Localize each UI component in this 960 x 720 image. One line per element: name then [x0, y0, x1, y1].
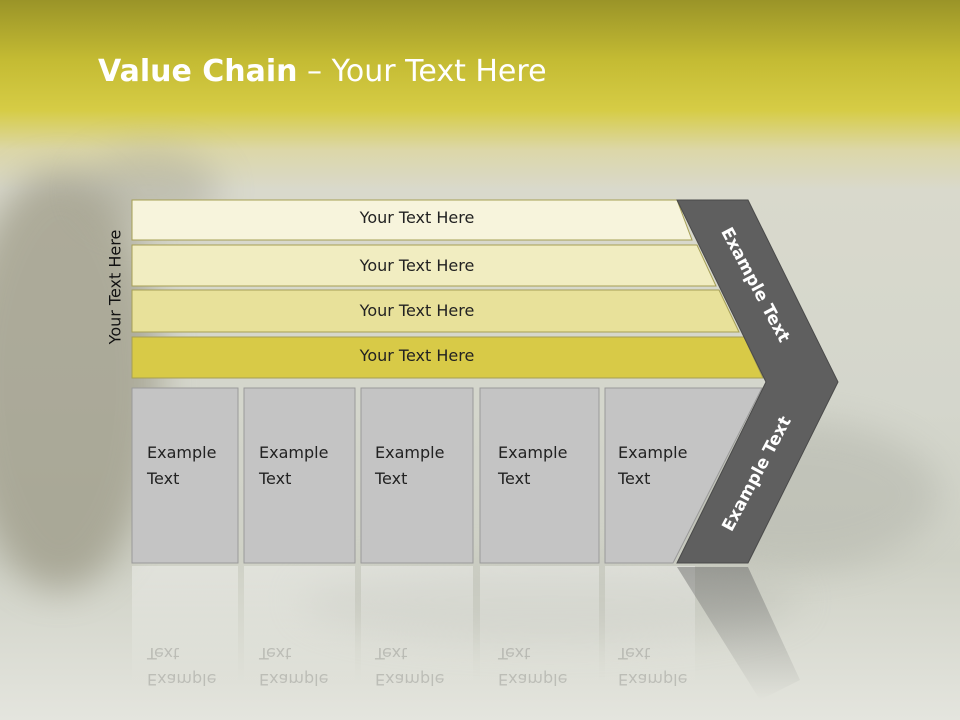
activity-box	[479, 387, 600, 564]
reflection-line1: Example	[375, 670, 445, 689]
bar-shape	[131, 289, 740, 333]
activity-box	[131, 387, 239, 564]
bar-label: Your Text Here	[359, 256, 475, 275]
box-label-line1: Example	[618, 443, 688, 462]
box-label-reflection: Example Text	[618, 640, 687, 692]
reflection-line2: Text	[375, 644, 408, 663]
reflection-line2: Text	[618, 644, 651, 663]
box-label-line2: Text	[259, 469, 292, 488]
chevron-arrow	[676, 199, 839, 564]
bar-label: Your Text Here	[359, 346, 475, 365]
box-label-reflection: Example Text	[375, 640, 444, 692]
reflection-line1: Example	[498, 670, 568, 689]
bar-label: Your Text Here	[359, 301, 475, 320]
title-rest: – Your Text Here	[297, 54, 547, 89]
bar-shape	[131, 244, 717, 287]
activity-box	[243, 387, 356, 564]
reflection-line1: Example	[618, 670, 688, 689]
box-label-line1: Example	[375, 443, 445, 462]
reflection-line2: Text	[147, 644, 180, 663]
page-title: Value Chain – Your Text Here	[98, 54, 547, 89]
box-label-reflection: Example Text	[259, 640, 328, 692]
box-reflection	[132, 566, 238, 686]
bar-shape	[131, 336, 764, 379]
box-label-reflection: Example Text	[147, 640, 216, 692]
bar-label: Your Text Here	[359, 208, 475, 227]
box-label-line1: Example	[147, 443, 217, 462]
box-label-line2: Text	[498, 469, 531, 488]
box-reflection	[361, 566, 473, 686]
box-label-line2: Text	[618, 469, 651, 488]
title-bold: Value Chain	[98, 54, 298, 89]
reflection-line2: Text	[498, 644, 531, 663]
box-reflection	[480, 566, 599, 686]
box-label-line1: Example	[259, 443, 329, 462]
box-label-line2: Text	[375, 469, 408, 488]
box-label-line1: Example	[498, 443, 568, 462]
box-label-line2: Text	[147, 469, 180, 488]
chevron-reflection	[677, 567, 800, 700]
bar-shape	[131, 199, 693, 241]
box-label-reflection: Example Text	[498, 640, 567, 692]
activity-box	[360, 387, 474, 564]
box-reflection	[244, 566, 355, 686]
activity-box	[604, 387, 763, 564]
reflection-line2: Text	[259, 644, 292, 663]
reflection-line1: Example	[259, 670, 329, 689]
reflection-line1: Example	[147, 670, 217, 689]
box-reflection	[605, 566, 695, 686]
